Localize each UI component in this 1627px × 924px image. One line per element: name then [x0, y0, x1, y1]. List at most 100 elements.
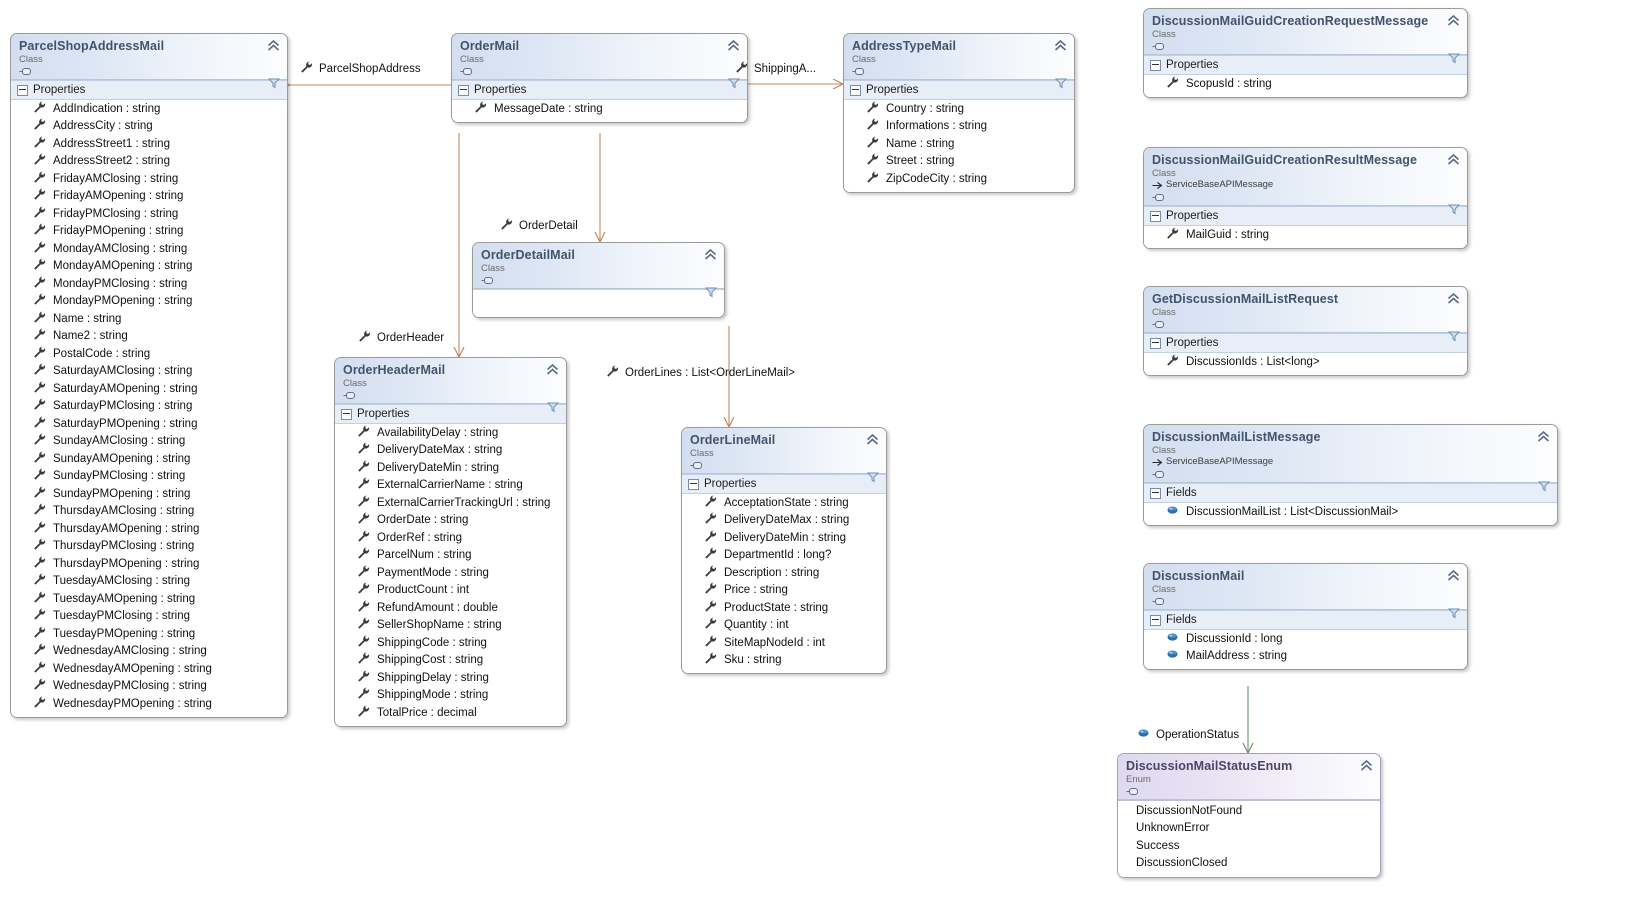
collapse-chevron-icon[interactable] [1447, 570, 1460, 582]
class-box-discussionmailguidcreationrequestmessage[interactable]: DiscussionMailGuidCreationRequestMessage… [1143, 8, 1468, 98]
member-row[interactable]: Informations : string [844, 118, 1074, 137]
filter-funnel-icon[interactable] [728, 77, 740, 89]
member-row[interactable]: TuesdayPMClosing : string [11, 608, 287, 627]
class-box-discussionmaillistmessage[interactable]: DiscussionMailListMessage Class ServiceB… [1143, 424, 1558, 526]
compartment-header-properties[interactable]: Properties [335, 404, 566, 424]
collapse-chevron-icon[interactable] [727, 40, 740, 52]
member-row[interactable]: AddressCity : string [11, 118, 287, 137]
member-row[interactable]: ThursdayAMOpening : string [11, 521, 287, 539]
expander-icon[interactable] [688, 478, 699, 490]
member-row[interactable]: MondayPMClosing : string [11, 276, 287, 294]
collapse-chevron-icon[interactable] [704, 249, 717, 261]
collapse-chevron-icon[interactable] [866, 434, 879, 446]
member-row[interactable]: FridayAMClosing : string [11, 171, 287, 189]
member-row[interactable]: ThursdayAMClosing : string [11, 503, 287, 522]
collapse-chevron-icon[interactable] [1447, 154, 1460, 166]
compartment-header-properties[interactable]: Properties [844, 80, 1074, 100]
expander-icon[interactable] [1150, 337, 1161, 349]
member-row[interactable]: DiscussionMailList : List<DiscussionMail… [1144, 504, 1557, 522]
member-row[interactable]: DiscussionIds : List<long> [1144, 354, 1467, 372]
member-row[interactable]: WednesdayPMOpening : string [11, 696, 287, 714]
member-row[interactable]: ParcelNum : string [335, 547, 566, 566]
filter-funnel-icon[interactable] [1538, 480, 1550, 492]
member-row[interactable]: DiscussionNotFound [1118, 803, 1380, 821]
member-row[interactable]: DiscussionId : long [1144, 631, 1467, 649]
member-row[interactable]: Name : string [844, 136, 1074, 154]
class-box-getdiscussionmaillistrequest[interactable]: GetDiscussionMailListRequest Class Prope… [1143, 286, 1468, 376]
member-row[interactable]: SaturdayPMClosing : string [11, 398, 287, 417]
member-row[interactable]: ThursdayPMClosing : string [11, 538, 287, 557]
member-row[interactable]: ShippingCode : string [335, 635, 566, 653]
compartment-header-fields[interactable]: Fields [1144, 610, 1467, 630]
member-row[interactable]: ProductCount : int [335, 582, 566, 601]
class-box-parcelshopaddressmail[interactable]: ParcelShopAddressMail Class Properties A… [10, 33, 288, 718]
member-row[interactable]: Name2 : string [11, 328, 287, 347]
member-row[interactable]: AvailabilityDelay : string [335, 425, 566, 443]
class-box-discussionmail[interactable]: DiscussionMail Class Fields DiscussionId… [1143, 563, 1468, 670]
member-row[interactable]: Success [1118, 838, 1380, 856]
member-row[interactable]: WednesdayAMOpening : string [11, 661, 287, 679]
expander-icon[interactable] [458, 84, 469, 96]
member-row[interactable]: Price : string [682, 582, 886, 601]
filter-funnel-icon[interactable] [547, 401, 559, 413]
filter-funnel-icon[interactable] [705, 286, 717, 298]
collapse-chevron-icon[interactable] [546, 364, 559, 376]
member-row[interactable]: DepartmentId : long? [682, 547, 886, 566]
member-row[interactable]: ThursdayPMOpening : string [11, 556, 287, 574]
member-row[interactable]: MondayPMOpening : string [11, 293, 287, 312]
member-row[interactable]: SundayPMClosing : string [11, 468, 287, 487]
member-row[interactable]: ShippingDelay : string [335, 670, 566, 688]
enum-box-discussionmailstatusenum[interactable]: DiscussionMailStatusEnum Enum Discussion… [1117, 753, 1381, 878]
expander-icon[interactable] [850, 84, 861, 96]
member-row[interactable]: SundayPMOpening : string [11, 486, 287, 504]
member-row[interactable]: ZipCodeCity : string [844, 171, 1074, 189]
member-row[interactable]: Name : string [11, 311, 287, 329]
member-row[interactable]: SaturdayAMOpening : string [11, 381, 287, 399]
member-row[interactable]: DeliveryDateMin : string [682, 530, 886, 548]
member-row[interactable]: FridayAMOpening : string [11, 188, 287, 207]
member-row[interactable]: ExternalCarrierName : string [335, 477, 566, 496]
collapse-chevron-icon[interactable] [1447, 15, 1460, 27]
member-row[interactable]: OrderDate : string [335, 512, 566, 531]
member-row[interactable]: Sku : string [682, 652, 886, 671]
member-row[interactable]: SaturdayPMOpening : string [11, 416, 287, 434]
collapse-chevron-icon[interactable] [1360, 760, 1373, 772]
member-row[interactable]: AcceptationState : string [682, 495, 886, 513]
member-row[interactable]: TotalPrice : decimal [335, 705, 566, 723]
member-row[interactable]: SundayAMOpening : string [11, 451, 287, 469]
member-row[interactable]: DeliveryDateMax : string [335, 442, 566, 461]
member-row[interactable]: Description : string [682, 565, 886, 583]
member-row[interactable]: DeliveryDateMax : string [682, 512, 886, 531]
member-row[interactable]: MailAddress : string [1144, 649, 1467, 667]
member-row[interactable]: FridayPMOpening : string [11, 223, 287, 242]
member-row[interactable]: MondayAMClosing : string [11, 241, 287, 259]
class-box-ordermail[interactable]: OrderMail Class Properties MessageDate :… [451, 33, 748, 123]
member-row[interactable]: SundayAMClosing : string [11, 433, 287, 452]
member-row[interactable]: ProductState : string [682, 600, 886, 618]
compartment-header-properties[interactable]: Properties [11, 80, 287, 100]
compartment-header-properties[interactable]: Properties [1144, 55, 1467, 75]
member-row[interactable]: SaturdayAMClosing : string [11, 363, 287, 382]
compartment-header-properties[interactable]: Properties [1144, 333, 1467, 353]
class-box-orderlinemail[interactable]: OrderLineMail Class Properties Acceptati… [681, 427, 887, 674]
class-box-orderheadermail[interactable]: OrderHeaderMail Class Properties Availab… [334, 357, 567, 727]
filter-funnel-icon[interactable] [1448, 203, 1460, 215]
member-row[interactable]: Country : string [844, 101, 1074, 119]
class-box-orderdetailmail[interactable]: OrderDetailMail Class [472, 242, 725, 318]
member-row[interactable]: WednesdayPMClosing : string [11, 678, 287, 697]
member-row[interactable]: TuesdayPMOpening : string [11, 626, 287, 644]
expander-icon[interactable] [341, 408, 352, 420]
member-row[interactable]: PaymentMode : string [335, 565, 566, 583]
member-row[interactable]: TuesdayAMOpening : string [11, 591, 287, 609]
expander-icon[interactable] [1150, 59, 1161, 71]
filter-funnel-icon[interactable] [1448, 330, 1460, 342]
filter-funnel-icon[interactable] [268, 77, 280, 89]
member-row[interactable]: AddressStreet1 : string [11, 136, 287, 154]
member-row[interactable]: AddressStreet2 : string [11, 153, 287, 172]
member-row[interactable]: ShippingMode : string [335, 687, 566, 706]
filter-funnel-icon[interactable] [1448, 607, 1460, 619]
collapse-chevron-icon[interactable] [1537, 431, 1550, 443]
member-row[interactable]: UnknownError [1118, 821, 1380, 839]
expander-icon[interactable] [17, 84, 28, 96]
member-row[interactable]: FridayPMClosing : string [11, 206, 287, 224]
